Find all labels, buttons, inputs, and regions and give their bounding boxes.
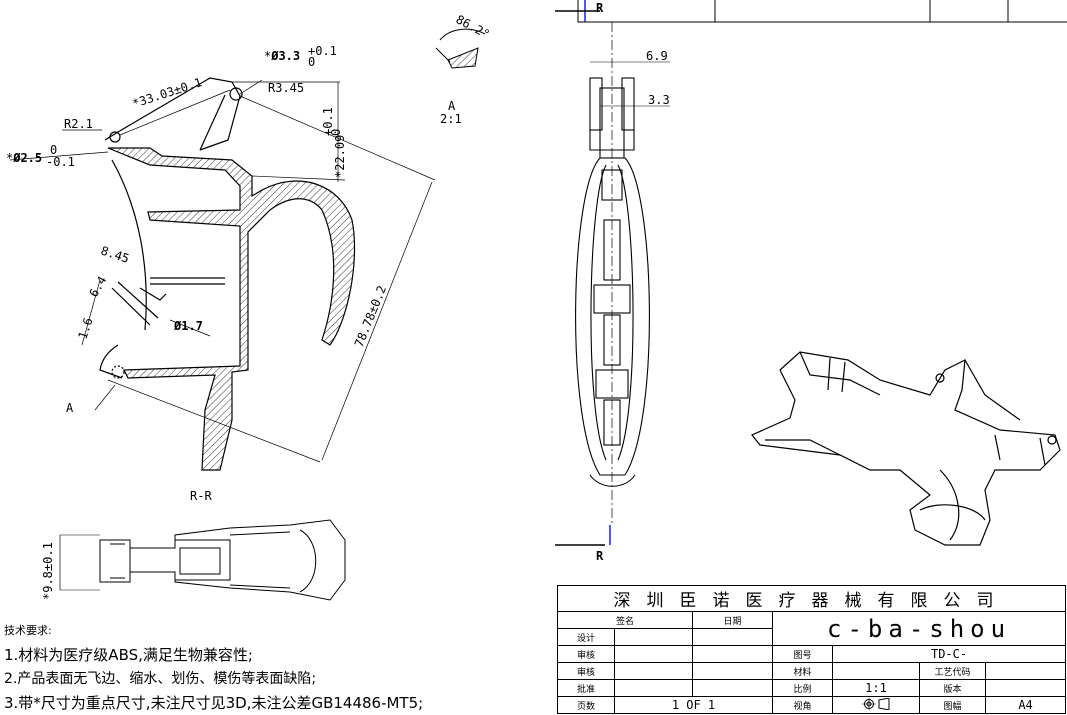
version-label: 版本 [919,679,986,697]
row-label-approve: 批准 [557,679,615,697]
angle-detail [435,28,486,69]
section-mark-bottom: R [596,549,604,563]
product-name: c-ba-shou [771,611,1067,646]
dim-len-diag: 78.78±0.2 [352,284,389,350]
dim-w-6-9: 6.9 [646,49,668,63]
sign-header: 签名 [557,611,693,629]
process-code-label: 工艺代码 [919,662,986,680]
row-label-design: 设计 [557,628,615,646]
drawing-no-label: 图号 [772,645,833,663]
dim-d-left-tol-upper: 0 [50,143,57,157]
pages-value: 1 OF 1 [614,696,773,714]
paper-label: 图幅 [919,696,986,714]
detail-scale: 2:1 [440,112,462,126]
detail-callout: A [66,401,74,415]
scale-value: 1:1 [832,679,920,697]
title-block: 深圳臣诺医疗器械有限公司 签名 日期 c-ba-shou 设计 审核 图号 TD… [556,585,1067,714]
front-view [555,0,670,546]
note-3: 3.带*尺寸为重点尺寸,未注尺寸见3D,未注公差GB14486-MT5; [4,694,424,712]
dim-r-top: R3.45 [268,81,304,95]
view-label: 视角 [772,696,833,714]
section-view-label: R-R [190,489,212,503]
date-header: 日期 [692,611,773,629]
dim-h-right: *22.09 [333,135,347,178]
dim-d-left-tol-lower: -0.1 [46,155,75,169]
row-label-review-2: 审核 [557,662,615,680]
cup-wall [107,147,356,471]
projection-symbol-icon [832,696,920,714]
detail-letter: A [448,99,456,113]
top-frame [577,0,1067,23]
dim-width-bottom: *9.8±0.1 [41,542,55,600]
dim-h-right-tol-lower: 0 [329,129,343,136]
material-label: 材料 [772,662,833,680]
row-label-review-1: 审核 [557,645,615,663]
dim-r-left: R2.1 [64,117,93,131]
dim-1-6: 1.6 [76,316,96,341]
dim-w-3-3: 3.3 [648,93,670,107]
note-2: 2.产品表面无飞边、缩水、划伤、模伤等表面缺陷; [4,671,317,687]
dim-d-hole-top: *Ø3.3 [264,49,300,63]
dim-angle: 86.2° [454,12,492,41]
row-label-pages: 页数 [557,696,615,714]
dim-h-right-tol-upper: +0.1 [321,107,335,136]
notes-title: 技术要求: [4,624,52,637]
drawing-no: TD-C- [831,645,1067,663]
dim-d-left: *Ø2.5 [6,151,42,165]
company-name: 深圳臣诺医疗器械有限公司 [556,585,1067,612]
scale-label: 比例 [772,679,833,697]
dim-8-45: 8.45 [99,244,131,266]
section-view-rr [9,77,436,471]
note-1: 1.材料为医疗级ABS,满足生物兼容性; [4,646,253,664]
dim-d-hole-top-tol-lower: 0 [308,55,315,69]
dim-6-4: 6.4 [86,274,109,300]
bottom-view [59,519,346,601]
paper-value: A4 [984,696,1067,714]
dim-d-hole-top-tol-upper: +0.1 [308,44,337,58]
section-mark-top: R [596,1,604,15]
iso-view [751,351,1061,546]
dim-d-hole-small: Ø1.7 [173,319,203,333]
